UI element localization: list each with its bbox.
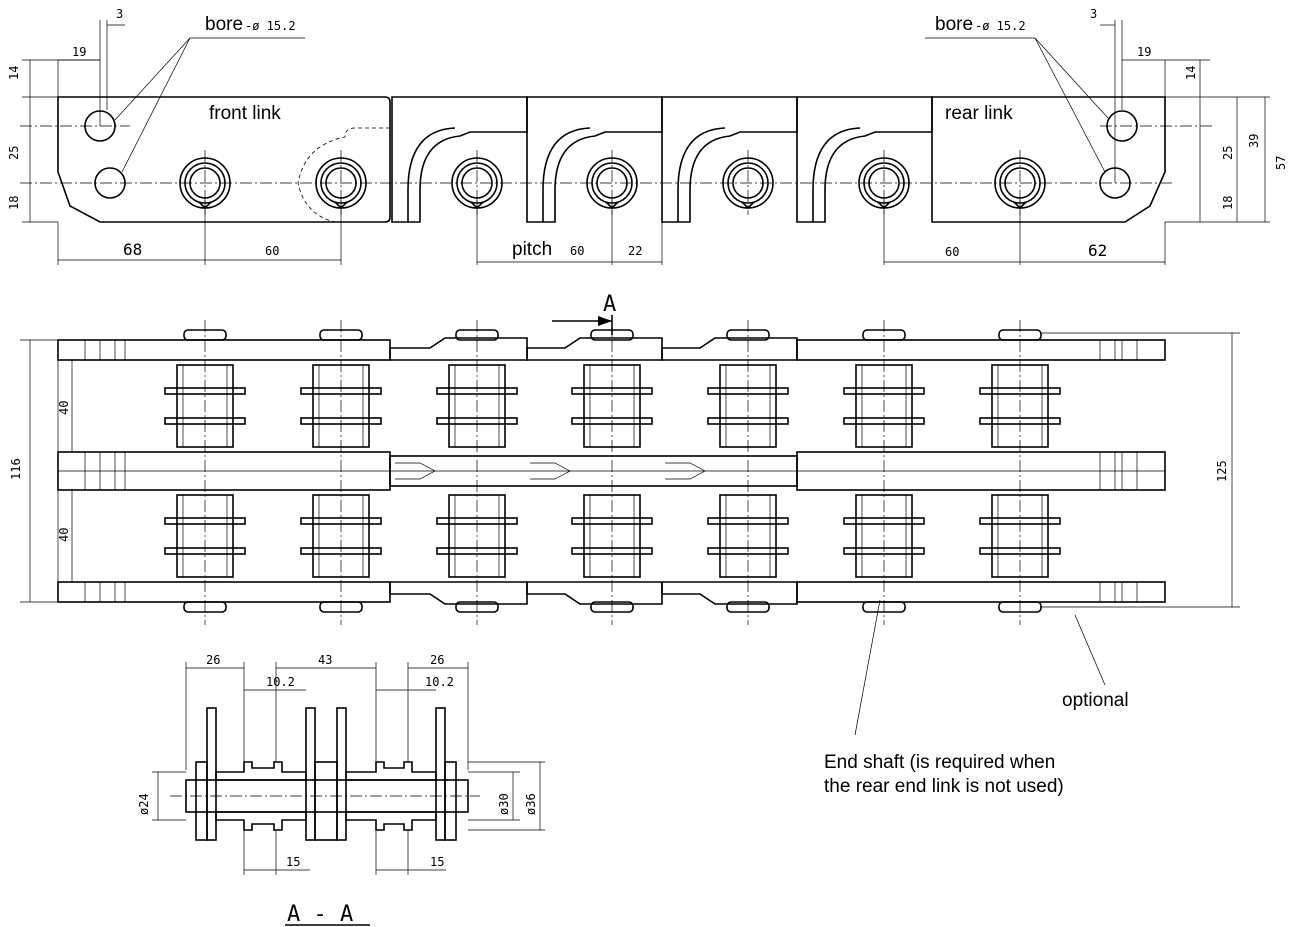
end-shaft-label-2: the rear end link is not used) <box>824 776 1064 797</box>
middle-link-1-inner <box>407 127 456 222</box>
rear-link-label: rear link <box>945 103 1013 124</box>
dim-60-pitch: 60 <box>570 244 584 258</box>
dim-15-left: 15 <box>286 855 300 869</box>
plan-plates <box>57 337 1166 605</box>
section-plate <box>336 707 347 841</box>
hidden-link-outline <box>297 127 390 223</box>
section-view <box>170 707 480 841</box>
roller-pair-5 <box>843 320 925 625</box>
section-title: A - A <box>287 902 353 927</box>
plan-view: A <box>57 292 1166 625</box>
section-dimensions: 26 43 26 10.2 10.2 ø24 ø30 ø36 15 15 <box>137 653 545 875</box>
dim-36: ø36 <box>524 793 538 815</box>
dim-30: ø30 <box>497 793 511 815</box>
dim-3-left: 3 <box>116 7 123 21</box>
dim-40-bot: 40 <box>57 528 71 542</box>
dim-14-right: 14 <box>1184 66 1198 80</box>
dim-10-2-right: 10.2 <box>425 675 454 689</box>
middle-link-3 <box>661 96 798 223</box>
dim-25-left: 25 <box>7 146 21 160</box>
dim-39: 39 <box>1247 134 1261 148</box>
dim-26-left: 26 <box>206 653 220 667</box>
dim-15-right: 15 <box>430 855 444 869</box>
dim-57: 57 <box>1274 156 1288 170</box>
section-plate <box>305 707 316 841</box>
dim-40-top: 40 <box>57 401 71 415</box>
roller-pair-2 <box>436 320 518 625</box>
dim-68: 68 <box>123 240 142 259</box>
dim-19-left: 19 <box>72 45 86 59</box>
plan-bore-lines <box>84 340 1138 602</box>
section-a-label: A <box>603 292 616 317</box>
end-shaft-label-1: End shaft (is required when <box>824 752 1055 773</box>
top-dimensions: 3 19 14 25 18 68 60 60 22 60 62 3 19 14 … <box>7 7 1288 265</box>
bore-right-label: bore <box>935 14 973 35</box>
section-plate <box>206 707 217 841</box>
middle-link-2 <box>526 96 663 223</box>
plan-dimensions: 40 116 40 125 <box>9 332 1240 736</box>
bore-right-dim: -ø 15.2 <box>975 19 1026 33</box>
middle-link-4 <box>796 96 933 223</box>
dim-125: 125 <box>1215 460 1229 482</box>
optional-leader <box>1074 614 1106 686</box>
middle-link-3-inner <box>677 127 726 222</box>
dim-24: ø24 <box>137 793 151 815</box>
dim-116: 116 <box>9 458 23 480</box>
optional-label: optional <box>1062 690 1129 711</box>
roller-pair-1 <box>300 320 382 625</box>
dim-60-left: 60 <box>265 244 279 258</box>
bore-left-label: bore <box>205 14 243 35</box>
dim-18-left: 18 <box>7 196 21 210</box>
middle-link-1 <box>391 96 528 223</box>
section-plate <box>435 707 446 841</box>
roller-pair-0 <box>164 320 246 625</box>
end-shaft-leader <box>854 599 881 736</box>
middle-link-2-inner <box>542 127 591 222</box>
bore-left-dim: -ø 15.2 <box>245 19 296 33</box>
top-view <box>20 96 1215 223</box>
section-arrow-head <box>598 316 612 326</box>
dim-60-right: 60 <box>945 245 959 259</box>
dim-14-left: 14 <box>7 66 21 80</box>
dim-18-right: 18 <box>1221 196 1235 210</box>
plan-rollers <box>164 320 1061 625</box>
front-link-plate <box>57 96 391 223</box>
dim-43: 43 <box>318 653 332 667</box>
dim-22: 22 <box>628 244 642 258</box>
dim-19-right: 19 <box>1137 45 1151 59</box>
front-link-label: front link <box>209 103 281 124</box>
dim-62: 62 <box>1088 241 1107 260</box>
roller-pair-3 <box>571 320 653 625</box>
pins-top <box>179 150 1046 215</box>
dim-25-right: 25 <box>1221 146 1235 160</box>
roller-pair-6 <box>979 320 1061 625</box>
dim-3-right: 3 <box>1090 7 1097 21</box>
dim-26-right: 26 <box>430 653 444 667</box>
pitch-label: pitch <box>512 239 552 260</box>
dim-10-2-left: 10.2 <box>266 675 295 689</box>
roller-pair-4 <box>707 320 789 625</box>
middle-link-4-inner <box>812 127 861 222</box>
pin-top-4 <box>722 150 774 215</box>
